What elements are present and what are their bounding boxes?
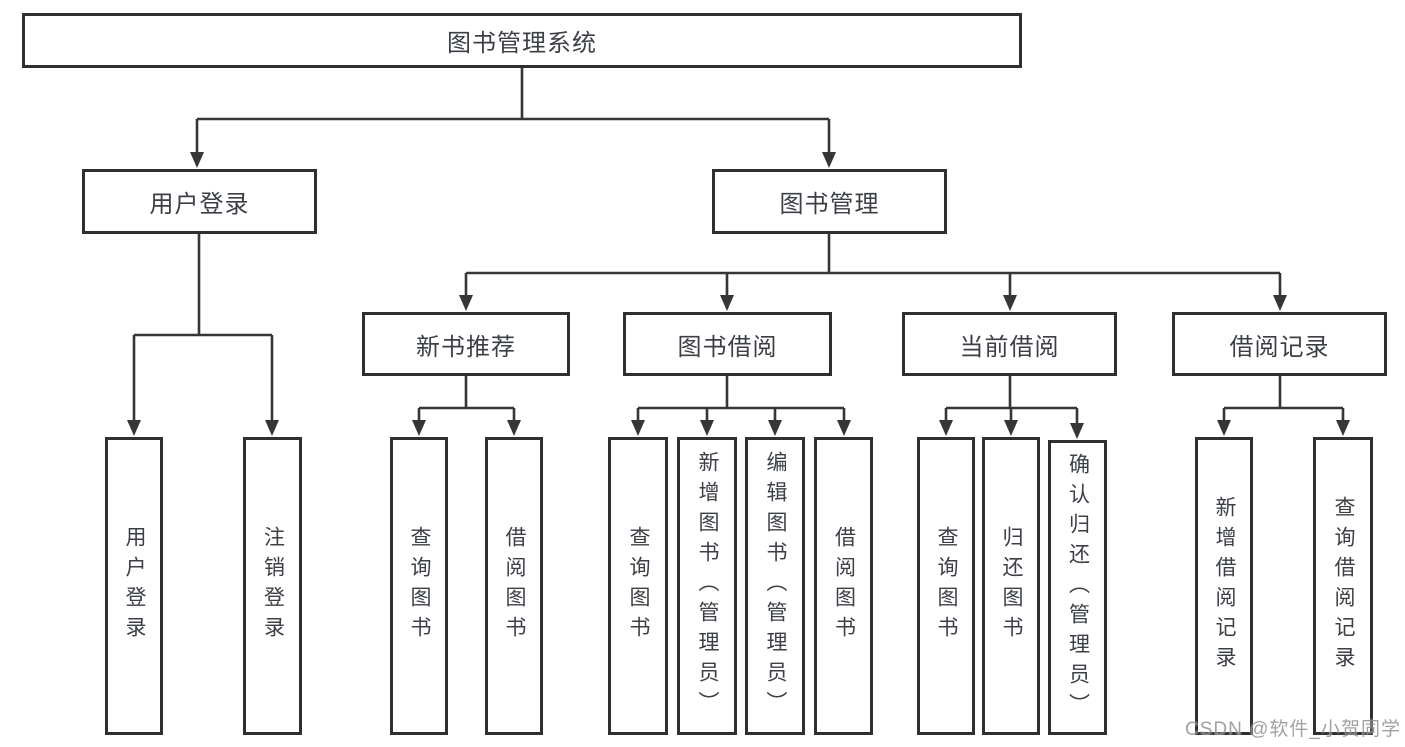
- leaf-add-book-admin: 新增图书（管理员）: [677, 437, 737, 735]
- leaf-confirm-return-admin-label: 确认归还（管理员）: [1066, 452, 1090, 723]
- node-root-label: 图书管理系统: [447, 30, 597, 57]
- leaf-borrow-books-recommend: 借阅图书: [485, 437, 543, 735]
- leaf-return-book-label: 归还图书: [1000, 526, 1023, 646]
- node-user-login: 用户登录: [82, 169, 317, 234]
- leaf-edit-book-admin: 编辑图书（管理员）: [745, 437, 805, 735]
- leaf-query-books-current: 查询图书: [917, 437, 975, 735]
- arrowheads: [127, 152, 1350, 439]
- leaf-query-books-borrowing-label: 查询图书: [627, 526, 650, 646]
- leaf-query-books-recommend-label: 查询图书: [408, 526, 431, 646]
- tree-edges: [132, 68, 1345, 424]
- leaf-logout: 注销登录: [243, 437, 302, 735]
- leaf-add-borrow-record: 新增借阅记录: [1195, 437, 1253, 735]
- leaf-confirm-return-admin: 确认归还（管理员）: [1048, 440, 1107, 735]
- leaf-query-borrow-record-label: 查询借阅记录: [1332, 496, 1355, 676]
- leaf-query-books-current-label: 查询图书: [935, 526, 958, 646]
- leaf-borrow-books-borrowing-label: 借阅图书: [832, 526, 856, 646]
- node-borrow-records: 借阅记录: [1172, 312, 1387, 376]
- leaf-query-borrow-record: 查询借阅记录: [1313, 437, 1373, 735]
- leaf-add-borrow-record-label: 新增借阅记录: [1213, 496, 1236, 676]
- node-borrow-records-label: 借阅记录: [1229, 333, 1330, 361]
- leaf-borrow-books-recommend-label: 借阅图书: [503, 526, 526, 646]
- node-book-management: 图书管理: [712, 169, 947, 234]
- leaf-query-books-borrowing: 查询图书: [608, 437, 668, 735]
- node-root: 图书管理系统: [22, 13, 1022, 68]
- leaf-query-books-recommend: 查询图书: [390, 437, 448, 735]
- node-new-book-recommend-label: 新书推荐: [416, 333, 516, 361]
- csdn-watermark: CSDN @软件_小贺同学: [1185, 719, 1401, 740]
- node-current-borrowing-label: 当前借阅: [959, 333, 1060, 361]
- leaf-return-book: 归还图书: [982, 437, 1040, 735]
- node-book-borrowing-label: 图书借阅: [677, 333, 778, 361]
- node-new-book-recommend: 新书推荐: [362, 312, 570, 376]
- node-current-borrowing: 当前借阅: [902, 312, 1117, 376]
- leaf-borrow-books-borrowing: 借阅图书: [814, 437, 873, 735]
- leaf-edit-book-admin-label: 编辑图书（管理员）: [764, 451, 787, 721]
- node-user-login-label: 用户登录: [149, 191, 250, 218]
- node-book-borrowing: 图书借阅: [623, 312, 832, 376]
- leaf-user-login: 用户登录: [105, 437, 163, 735]
- leaf-user-login-label: 用户登录: [123, 526, 146, 646]
- leaf-add-book-admin-label: 新增图书（管理员）: [696, 451, 719, 721]
- leaf-logout-label: 注销登录: [261, 526, 285, 646]
- node-book-management-label: 图书管理: [779, 191, 880, 218]
